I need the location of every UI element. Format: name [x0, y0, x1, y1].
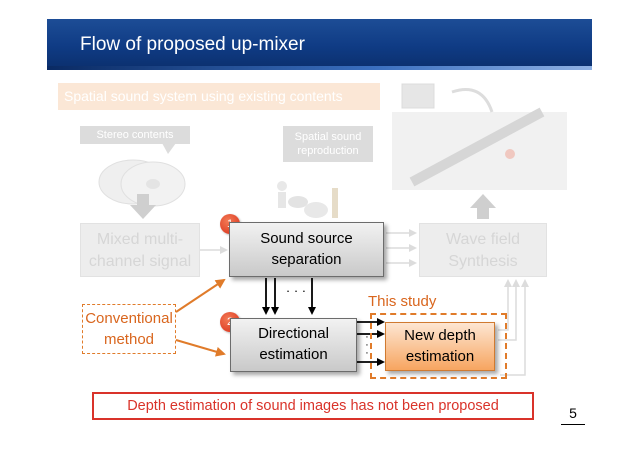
this-study-region: [370, 313, 507, 379]
title-bar: Flow of proposed up-mixer: [47, 19, 592, 70]
conventional-method-arrows: [175, 278, 226, 357]
faded-wave-field-box: Wave field Synthesis: [419, 223, 547, 277]
faded-up-arrow-icon: [470, 194, 496, 219]
title-underline: [47, 66, 592, 70]
faded-callout-tail-icon: [162, 143, 176, 154]
faded-connectors: [200, 229, 529, 376]
conventional-method-box: Conventional method: [82, 304, 176, 354]
faded-mixed-signal-box: Mixed multi-channel signal: [80, 223, 200, 277]
faded-instruments-icon: [277, 181, 338, 218]
faded-banner: Spatial sound system using existing cont…: [58, 83, 380, 110]
directional-estimation-box: Directional estimation: [230, 318, 357, 372]
page-number: 5: [561, 405, 585, 425]
faded-down-arrow-icon: [130, 194, 156, 219]
faded-stereo-contents-label: Stereo contents: [80, 126, 190, 144]
vertical-ellipsis-icon: ···: [365, 331, 369, 359]
faded-spatial-reproduction-label: Spatial sound reproduction: [283, 126, 373, 162]
new-depth-estimation-box: New depth estimation: [385, 322, 495, 371]
slide-title: Flow of proposed up-mixer: [80, 34, 305, 55]
sound-source-separation-box: Sound source separation: [229, 222, 384, 277]
faded-speaker-array-icon: [392, 83, 567, 190]
separation-to-direction-arrows: [262, 278, 316, 315]
this-study-label: This study: [368, 293, 437, 310]
footnote-statement: Depth estimation of sound images has not…: [92, 392, 534, 420]
arrows-ellipsis: · · ·: [285, 283, 307, 298]
